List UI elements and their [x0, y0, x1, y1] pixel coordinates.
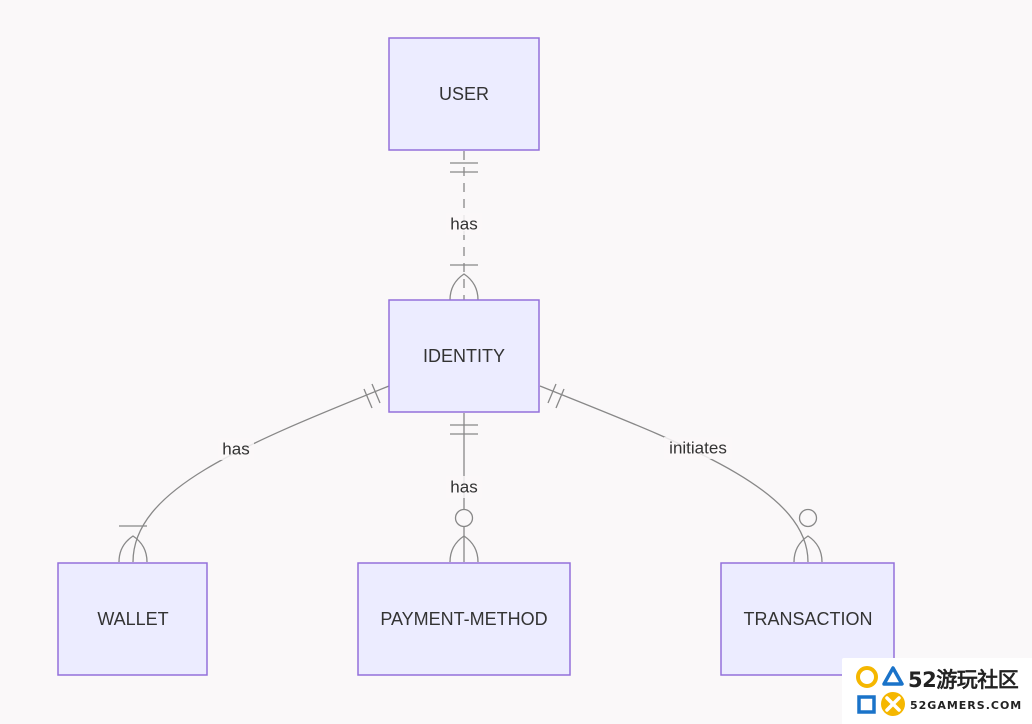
entity-wallet[interactable]: WALLET: [57, 562, 208, 676]
cardinality-exactly-one-identity-wallet: [363, 383, 381, 409]
watermark-subtitle: 52GAMERS.COM: [910, 699, 1023, 712]
cardinality-exactly-one-identity-transaction: [547, 383, 565, 409]
entity-identity[interactable]: IDENTITY: [388, 299, 540, 413]
cardinality-one-or-more-identity: [449, 264, 479, 301]
gamepad-symbols-icon: [856, 666, 905, 716]
watermark: 52游玩社区 52GAMERS.COM: [842, 658, 1032, 724]
entity-label-identity: IDENTITY: [423, 346, 505, 366]
relationship-line-identity-wallet: [132, 385, 390, 563]
entity-user[interactable]: USER: [388, 37, 540, 151]
relationship-label-user-identity: has: [450, 215, 477, 234]
entity-label-transaction: TRANSACTION: [743, 609, 872, 629]
entity-label-payment-method: PAYMENT-METHOD: [380, 609, 547, 629]
cardinality-zero-or-more-transaction: [793, 508, 823, 563]
relationship-label-identity-transaction: initiates: [669, 439, 727, 458]
cardinality-one-or-more-wallet: [118, 525, 148, 563]
cardinality-zero-or-more-payment-method: [449, 508, 479, 563]
watermark-title: 52游玩社区: [908, 668, 1019, 692]
entity-transaction[interactable]: TRANSACTION: [720, 562, 895, 676]
relationship-label-identity-payment-method: has: [450, 478, 477, 497]
entity-label-wallet: WALLET: [97, 609, 168, 629]
relationship-label-identity-wallet: has: [222, 440, 249, 459]
relationship-line-identity-transaction: [539, 385, 809, 563]
cardinality-exactly-one-identity-payment: [450, 424, 478, 435]
entity-label-user: USER: [439, 84, 489, 104]
cardinality-exactly-one-user: [450, 162, 478, 173]
entity-payment-method[interactable]: PAYMENT-METHOD: [357, 562, 571, 676]
